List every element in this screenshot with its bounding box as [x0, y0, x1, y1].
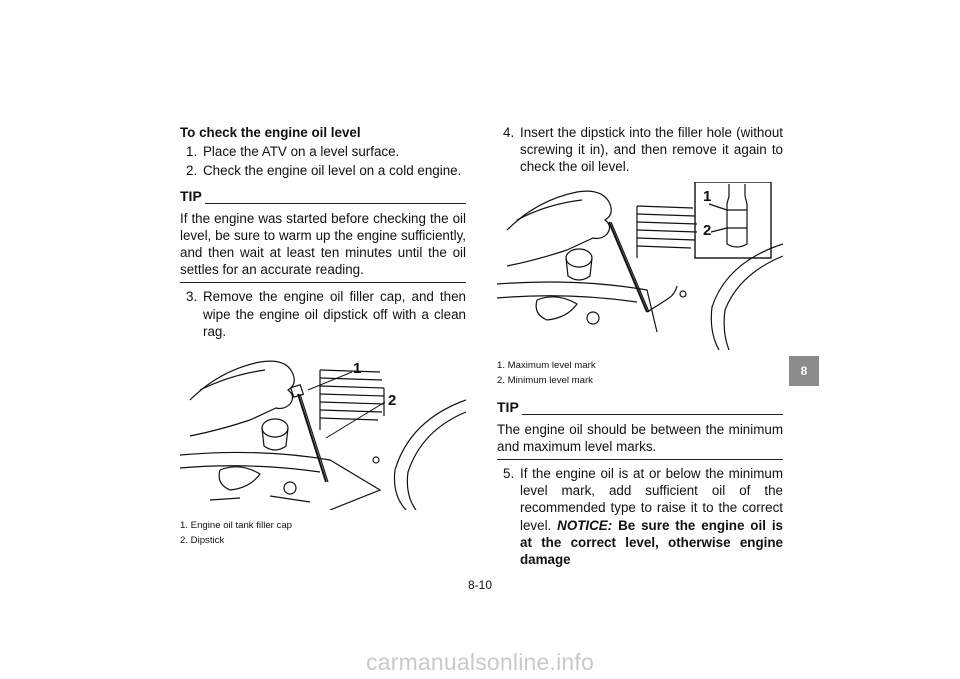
step-text: Remove the engine oil filler cap, and th… — [203, 289, 466, 339]
filler-cap-figure: 1 2 — [180, 350, 466, 511]
callout-1: 1 — [353, 360, 362, 378]
callout-1: 1 — [703, 187, 712, 205]
tip-header: TIP — [180, 188, 466, 206]
callout-2: 2 — [703, 221, 712, 239]
section-heading: To check the engine oil level — [180, 125, 361, 140]
tip-box: TIP The engine oil should be between the… — [497, 399, 783, 461]
step-text: Insert the dipstick into the filler hole… — [520, 125, 783, 175]
tip-rule — [204, 202, 466, 204]
step-3: 3. Remove the engine oil filler cap, and… — [180, 288, 466, 340]
tip-text: If the engine was started before checkin… — [180, 210, 466, 284]
tip-label: TIP — [180, 188, 202, 205]
step-1: 1. Place the ATV on a level surface. — [180, 143, 466, 160]
step-text: If the engine oil is at or below the min… — [520, 466, 783, 533]
watermark: carmanualsonline.info — [366, 649, 594, 675]
left-column: To check the engine oil level 1. Place t… — [180, 124, 466, 548]
step-text: Check the engine oil level on a cold eng… — [203, 163, 462, 179]
step-5: 5. If the engine oil is at or below the … — [497, 465, 783, 568]
step-number: 2. — [186, 163, 198, 179]
dipstick-level-figure: 1 2 — [497, 181, 783, 350]
step-number: 3. — [186, 289, 198, 305]
figure-captions: 1. Engine oil tank filler cap 2. Dipstic… — [180, 518, 466, 548]
step-number: 4. — [503, 125, 515, 140]
caption-2: 2. Minimum level mark — [497, 374, 593, 386]
step-4: 4. Insert the dipstick into the filler h… — [497, 124, 783, 176]
tip-box: TIP If the engine was started before che… — [180, 188, 466, 284]
notice-text: Be sure the engine oil is at the correct… — [520, 517, 783, 568]
engine-illustration — [180, 360, 466, 511]
figure-captions: 1. Maximum level mark 2. Minimum level m… — [497, 358, 783, 388]
step-text: Place the ATV on a level surface. — [203, 144, 400, 160]
step-2: 2. Check the engine oil level on a cold … — [180, 162, 466, 179]
caption-1: 1. Engine oil tank filler cap — [180, 520, 292, 532]
tip-text: The engine oil should be between the min… — [497, 421, 783, 461]
step-number: 5. — [503, 466, 515, 482]
callout-2: 2 — [388, 392, 397, 410]
caption-1: 1. Maximum level mark — [497, 359, 596, 371]
tip-header: TIP — [497, 399, 783, 417]
caption-2: 2. Dipstick — [180, 535, 225, 547]
tip-rule — [521, 413, 783, 415]
notice-label: NOTICE: — [557, 517, 613, 533]
right-column: 4. Insert the dipstick into the filler h… — [497, 124, 783, 570]
page-number: 8-10 — [467, 578, 493, 592]
chapter-tab: 8 — [789, 356, 819, 386]
tip-label: TIP — [497, 399, 519, 416]
step-number: 1. — [186, 144, 198, 160]
dipstick-illustration — [497, 181, 783, 350]
